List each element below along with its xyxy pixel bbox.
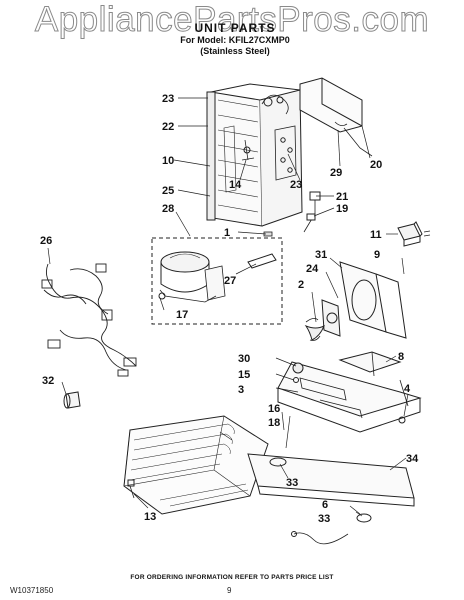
callout-26: 26 (40, 235, 52, 247)
base-pan-assembly (277, 351, 422, 433)
compressor-assembly (151, 231, 283, 325)
callout-28: 28 (162, 203, 174, 215)
callout-18: 18 (268, 417, 280, 429)
callout-8: 8 (398, 351, 404, 363)
wire-harness-26 (41, 263, 137, 377)
callout-27: 27 (224, 275, 236, 287)
title-block: UNIT PARTS For Model: KFIL27CXMP0 (Stain… (150, 22, 320, 57)
callout-1: 1 (224, 227, 230, 239)
callout-16: 16 (268, 403, 280, 415)
callout-4: 4 (404, 383, 411, 395)
leader-lines (47, 97, 409, 517)
callout-33: 33 (286, 477, 298, 489)
callout-23: 23 (162, 93, 174, 105)
part-32-fitting (63, 391, 81, 409)
ordering-note: FOR ORDERING INFORMATION REFER TO PARTS … (130, 574, 334, 581)
callout-6: 6 (322, 499, 328, 511)
document-number: W10371850 (10, 586, 54, 595)
page-title: UNIT PARTS (194, 21, 276, 35)
part-21-19-sensor (303, 191, 321, 233)
callout-21: 21 (336, 191, 348, 203)
part-11-relay-box (397, 221, 431, 247)
callout-2: 2 (298, 279, 304, 291)
callout-9: 9 (374, 249, 380, 261)
part-33-6-13-hardware (127, 457, 372, 545)
callout-23-b: 23 (290, 179, 302, 191)
callout-10: 10 (162, 155, 174, 167)
model-line: For Model: KFIL27CXMP0 (180, 35, 290, 45)
callout-34: 34 (406, 453, 419, 465)
callout-3: 3 (238, 384, 244, 396)
callout-15: 15 (238, 369, 250, 381)
evaporator-assembly (206, 83, 303, 227)
condenser-coil (123, 415, 269, 515)
page-number: 9 (227, 586, 232, 595)
watermark-logo: AppliancePartsPros.com (34, 0, 430, 40)
callout-31: 31 (315, 249, 327, 261)
callout-17: 17 (176, 309, 188, 321)
callout-22: 22 (162, 121, 174, 133)
callout-25: 25 (162, 185, 174, 197)
callout-24: 24 (306, 263, 319, 275)
callout-29: 29 (330, 167, 342, 179)
callout-13: 13 (144, 511, 156, 523)
callout-30: 30 (238, 353, 250, 365)
callout-20: 20 (370, 159, 382, 171)
callout-19: 19 (336, 203, 348, 215)
callout-32: 32 (42, 375, 54, 387)
callout-labels: 23 22 10 25 28 14 23 29 20 21 19 1 11 26… (40, 93, 419, 525)
condenser-fan-assembly (304, 261, 407, 341)
callout-11: 11 (370, 229, 382, 241)
variant-line: (Stainless Steel) (200, 46, 270, 56)
callout-33-b: 33 (318, 513, 330, 525)
drain-pan-34 (247, 453, 415, 507)
callout-14: 14 (229, 179, 242, 191)
top-shroud (299, 77, 373, 157)
